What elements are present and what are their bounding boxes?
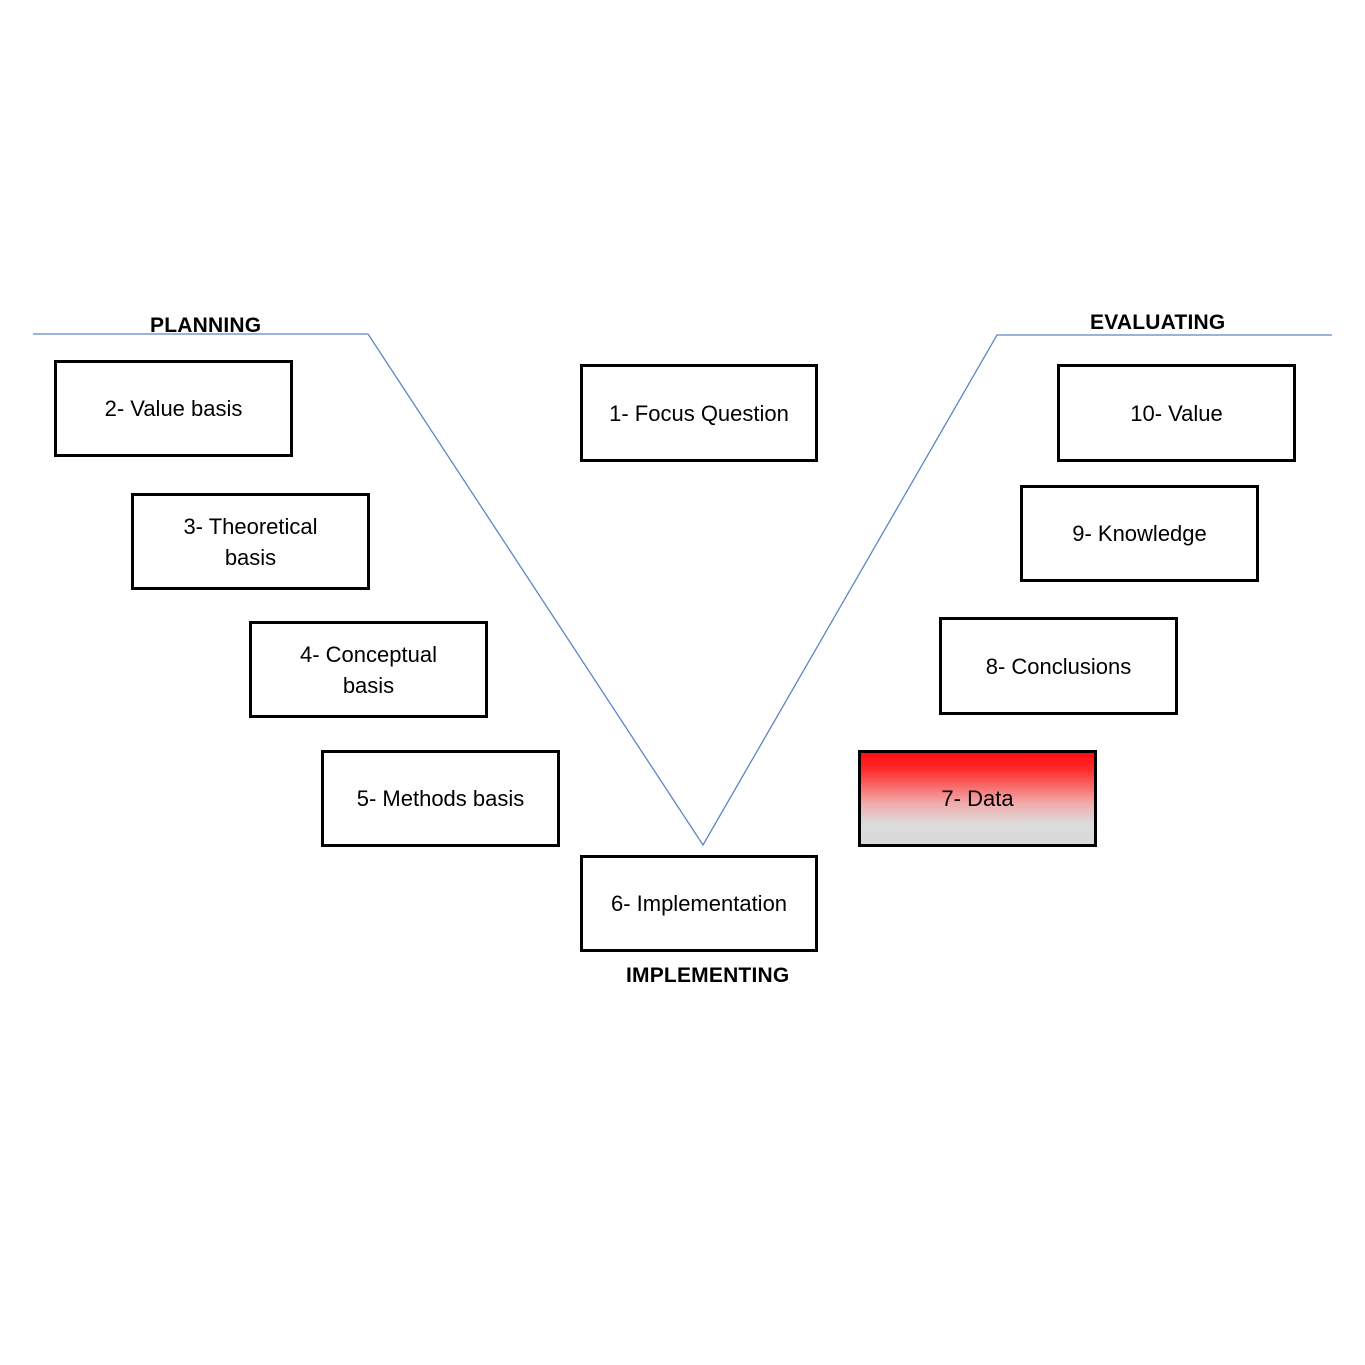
step-10-value-box: 10- Value — [1057, 364, 1296, 462]
step-2-value-basis-box: 2- Value basis — [54, 360, 293, 457]
step-8-conclusions-box: 8- Conclusions — [939, 617, 1178, 715]
step-5-methods-basis-box: 5- Methods basis — [321, 750, 560, 847]
planning-heading: PLANNING — [150, 314, 262, 337]
step-4-conceptual-basis-box: 4- Conceptual basis — [249, 621, 488, 718]
step-7-data-box: 7- Data — [858, 750, 1097, 847]
vee-line — [33, 333, 1332, 847]
evaluating-heading: EVALUATING — [1090, 311, 1226, 334]
implementing-heading: IMPLEMENTING — [626, 964, 790, 987]
step-9-knowledge-box: 9- Knowledge — [1020, 485, 1259, 582]
step-6-implementation-box: 6- Implementation — [580, 855, 818, 952]
step-3-theoretical-basis-box: 3- Theoretical basis — [131, 493, 370, 590]
step-1-focus-question-box: 1- Focus Question — [580, 364, 818, 462]
